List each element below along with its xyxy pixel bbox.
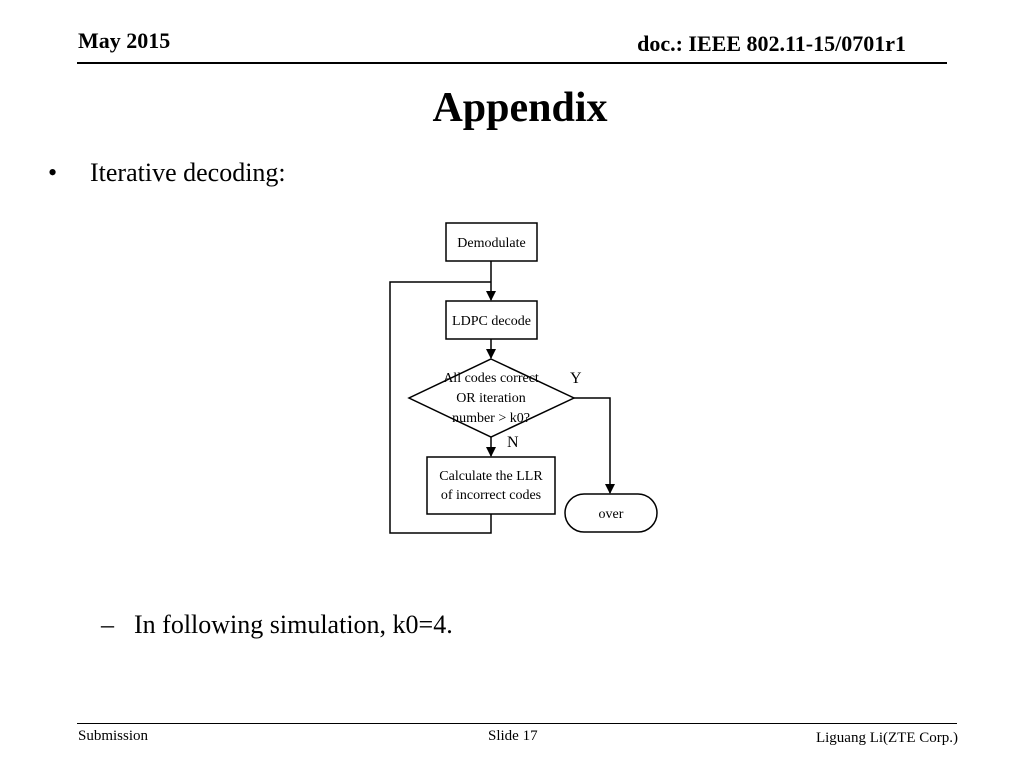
calc-llr-line-1: Calculate the LLR xyxy=(439,469,543,484)
footer-author: Liguang Li(ZTE Corp.) xyxy=(815,730,958,746)
over-label: over xyxy=(599,507,624,522)
header-date: May 2015 xyxy=(78,28,171,53)
decision-line-1: All codes correct xyxy=(443,371,539,386)
calc-llr-box xyxy=(426,456,556,515)
feedback-loop-line xyxy=(389,281,492,534)
slide-title: Appendix xyxy=(432,85,608,131)
no-label: N xyxy=(507,434,519,451)
sub-bullet-marker: – xyxy=(101,610,114,639)
header-divider xyxy=(77,62,947,64)
decision-line-3: number > k0? xyxy=(452,411,530,426)
footer-slide-number: Slide 17 xyxy=(488,728,538,744)
demodulate-box xyxy=(445,222,538,262)
yes-label: Y xyxy=(570,370,582,387)
arrow-yes-to-over xyxy=(574,397,615,494)
header-doc-id: doc.: IEEE 802.11-15/0701r1 xyxy=(637,31,906,56)
footer-divider xyxy=(77,723,957,724)
sub-bullet-text: In following simulation, k0=4. xyxy=(134,610,453,639)
demodulate-label: Demodulate xyxy=(457,236,525,251)
bullet-text: Iterative decoding: xyxy=(90,158,286,187)
decision-line-2: OR iteration xyxy=(456,391,526,406)
over-terminator xyxy=(564,493,658,533)
footer-submission: Submission xyxy=(78,728,149,744)
calc-llr-line-2: of incorrect codes xyxy=(441,488,541,503)
ldpc-decode-label: LDPC decode xyxy=(452,314,531,329)
bullet-marker: • xyxy=(48,158,58,187)
